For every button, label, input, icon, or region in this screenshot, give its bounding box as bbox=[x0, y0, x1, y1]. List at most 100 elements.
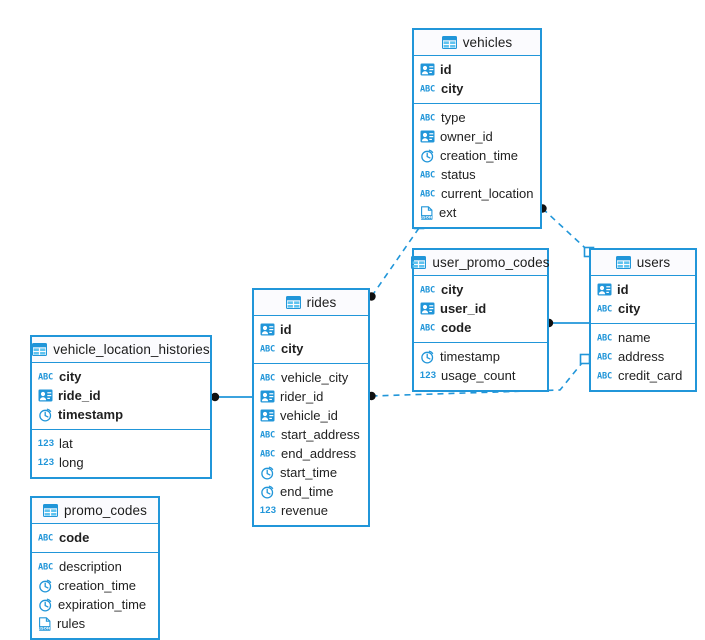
primary-key-field-row[interactable]: id bbox=[254, 320, 368, 339]
field-row[interactable]: expiration_time bbox=[32, 595, 158, 614]
field-name: ride_id bbox=[58, 388, 101, 403]
table-header[interactable]: user_promo_codes bbox=[411, 250, 550, 276]
field-row[interactable]: JSON ext bbox=[414, 203, 540, 222]
field-row[interactable]: timestamp bbox=[414, 347, 547, 366]
table-title: user_promo_codes bbox=[432, 255, 550, 270]
table-node-promo-codes[interactable]: promo_codes ABC code ABC description cre… bbox=[30, 496, 160, 640]
clock-icon bbox=[38, 579, 53, 593]
field-row[interactable]: ABC credit_card bbox=[591, 366, 695, 385]
svg-text:ABC: ABC bbox=[38, 534, 53, 543]
primary-key-field-row[interactable]: ABC city bbox=[32, 367, 210, 386]
field-name: code bbox=[59, 530, 90, 545]
abc-text-icon: ABC bbox=[260, 429, 276, 440]
field-row[interactable]: creation_time bbox=[414, 146, 540, 165]
field-row[interactable]: ABC type bbox=[414, 108, 540, 127]
field-name: city bbox=[618, 301, 641, 316]
edge-vehiclelocationhistories-rides[interactable] bbox=[210, 392, 254, 402]
table-header[interactable]: rides bbox=[254, 290, 368, 316]
svg-text:ABC: ABC bbox=[420, 114, 435, 123]
field-row[interactable]: ABC description bbox=[32, 557, 158, 576]
field-row[interactable]: vehicle_id bbox=[254, 406, 368, 425]
table-icon bbox=[441, 36, 457, 49]
primary-key-field-row[interactable]: timestamp bbox=[32, 405, 210, 424]
field-name: status bbox=[441, 167, 476, 182]
field-row[interactable]: ABC status bbox=[414, 165, 540, 184]
clock-icon bbox=[420, 350, 435, 364]
key-id-icon bbox=[420, 302, 435, 315]
123-number-icon: 123 bbox=[37, 438, 55, 449]
field-name: city bbox=[441, 282, 464, 297]
abc-text-icon: ABC bbox=[597, 351, 613, 362]
field-row[interactable]: ABC name bbox=[591, 328, 695, 347]
key-id-icon bbox=[38, 389, 53, 402]
primary-key-field-row[interactable]: ABC city bbox=[414, 79, 540, 98]
primary-key-field-row[interactable]: ride_id bbox=[32, 386, 210, 405]
clock-icon bbox=[38, 408, 53, 422]
table-icon bbox=[43, 504, 59, 517]
svg-text:ABC: ABC bbox=[597, 334, 612, 343]
abc-text-icon: ABC bbox=[260, 343, 276, 354]
field-name: vehicle_id bbox=[280, 408, 338, 423]
svg-text:ABC: ABC bbox=[597, 372, 612, 381]
svg-text:ABC: ABC bbox=[38, 563, 53, 572]
field-row[interactable]: ABC start_address bbox=[254, 425, 368, 444]
field-name: long bbox=[59, 455, 84, 470]
clock-icon bbox=[38, 598, 53, 612]
svg-text:ABC: ABC bbox=[420, 286, 435, 295]
edge-userpromocodes-users[interactable] bbox=[544, 318, 591, 328]
field-row[interactable]: rider_id bbox=[254, 387, 368, 406]
key-id-icon bbox=[597, 283, 612, 296]
field-row[interactable]: ABC address bbox=[591, 347, 695, 366]
table-header[interactable]: promo_codes bbox=[32, 498, 158, 524]
table-node-user-promo-codes[interactable]: user_promo_codes ABC city user_id ABC co… bbox=[411, 248, 550, 392]
primary-key-field-row[interactable]: ABC city bbox=[254, 339, 368, 358]
field-row[interactable]: start_time bbox=[254, 463, 368, 482]
field-row[interactable]: end_time bbox=[254, 482, 368, 501]
abc-text-icon: ABC bbox=[597, 370, 613, 381]
primary-key-field-row[interactable]: ABC code bbox=[414, 318, 547, 337]
field-row[interactable]: ABC end_address bbox=[254, 444, 368, 463]
primary-key-field-row[interactable]: user_id bbox=[414, 299, 547, 318]
table-node-rides[interactable]: rides id ABC city ABC vehicle_city rider… bbox=[252, 288, 370, 527]
field-name: id bbox=[617, 282, 629, 297]
field-name: user_id bbox=[440, 301, 487, 316]
column-section: ABC type owner_id creation_time ABC stat… bbox=[414, 104, 540, 227]
field-name: address bbox=[618, 349, 665, 364]
table-header[interactable]: users bbox=[591, 250, 695, 276]
table-icon bbox=[615, 256, 631, 269]
primary-key-field-row[interactable]: ABC city bbox=[591, 299, 695, 318]
key-id-icon bbox=[420, 130, 435, 143]
field-name: city bbox=[281, 341, 304, 356]
field-name: rider_id bbox=[280, 389, 324, 404]
primary-key-section: ABC city ride_id timestamp bbox=[32, 363, 210, 430]
field-name: id bbox=[280, 322, 292, 337]
table-title: vehicles bbox=[462, 35, 513, 50]
primary-key-field-row[interactable]: id bbox=[591, 280, 695, 299]
table-icon bbox=[285, 296, 301, 309]
table-header[interactable]: vehicles bbox=[414, 30, 540, 56]
field-row[interactable]: ABC current_location bbox=[414, 184, 540, 203]
primary-key-section: ABC code bbox=[32, 524, 158, 553]
field-name: start_time bbox=[280, 465, 338, 480]
table-node-users[interactable]: users id ABC city ABC name ABC address A… bbox=[589, 248, 697, 392]
primary-key-field-row[interactable]: id bbox=[414, 60, 540, 79]
column-section: ABC vehicle_city rider_id vehicle_id ABC… bbox=[254, 364, 368, 525]
table-node-vehicle-location-histories[interactable]: vehicle_location_histories ABC city ride… bbox=[30, 335, 212, 479]
field-row[interactable]: creation_time bbox=[32, 576, 158, 595]
clock-icon bbox=[260, 485, 275, 499]
primary-key-field-row[interactable]: ABC city bbox=[414, 280, 547, 299]
field-row[interactable]: ABC vehicle_city bbox=[254, 368, 368, 387]
field-name: code bbox=[441, 320, 472, 335]
table-header[interactable]: vehicle_location_histories bbox=[32, 337, 210, 363]
table-node-vehicles[interactable]: vehicles id ABC city ABC type owner_id c… bbox=[412, 28, 542, 229]
field-name: ext bbox=[439, 205, 457, 220]
abc-text-icon: ABC bbox=[38, 561, 54, 572]
field-row[interactable]: owner_id bbox=[414, 127, 540, 146]
primary-key-field-row[interactable]: ABC code bbox=[32, 528, 158, 547]
field-row[interactable]: JSON rules bbox=[32, 614, 158, 633]
clock-icon bbox=[260, 466, 275, 480]
